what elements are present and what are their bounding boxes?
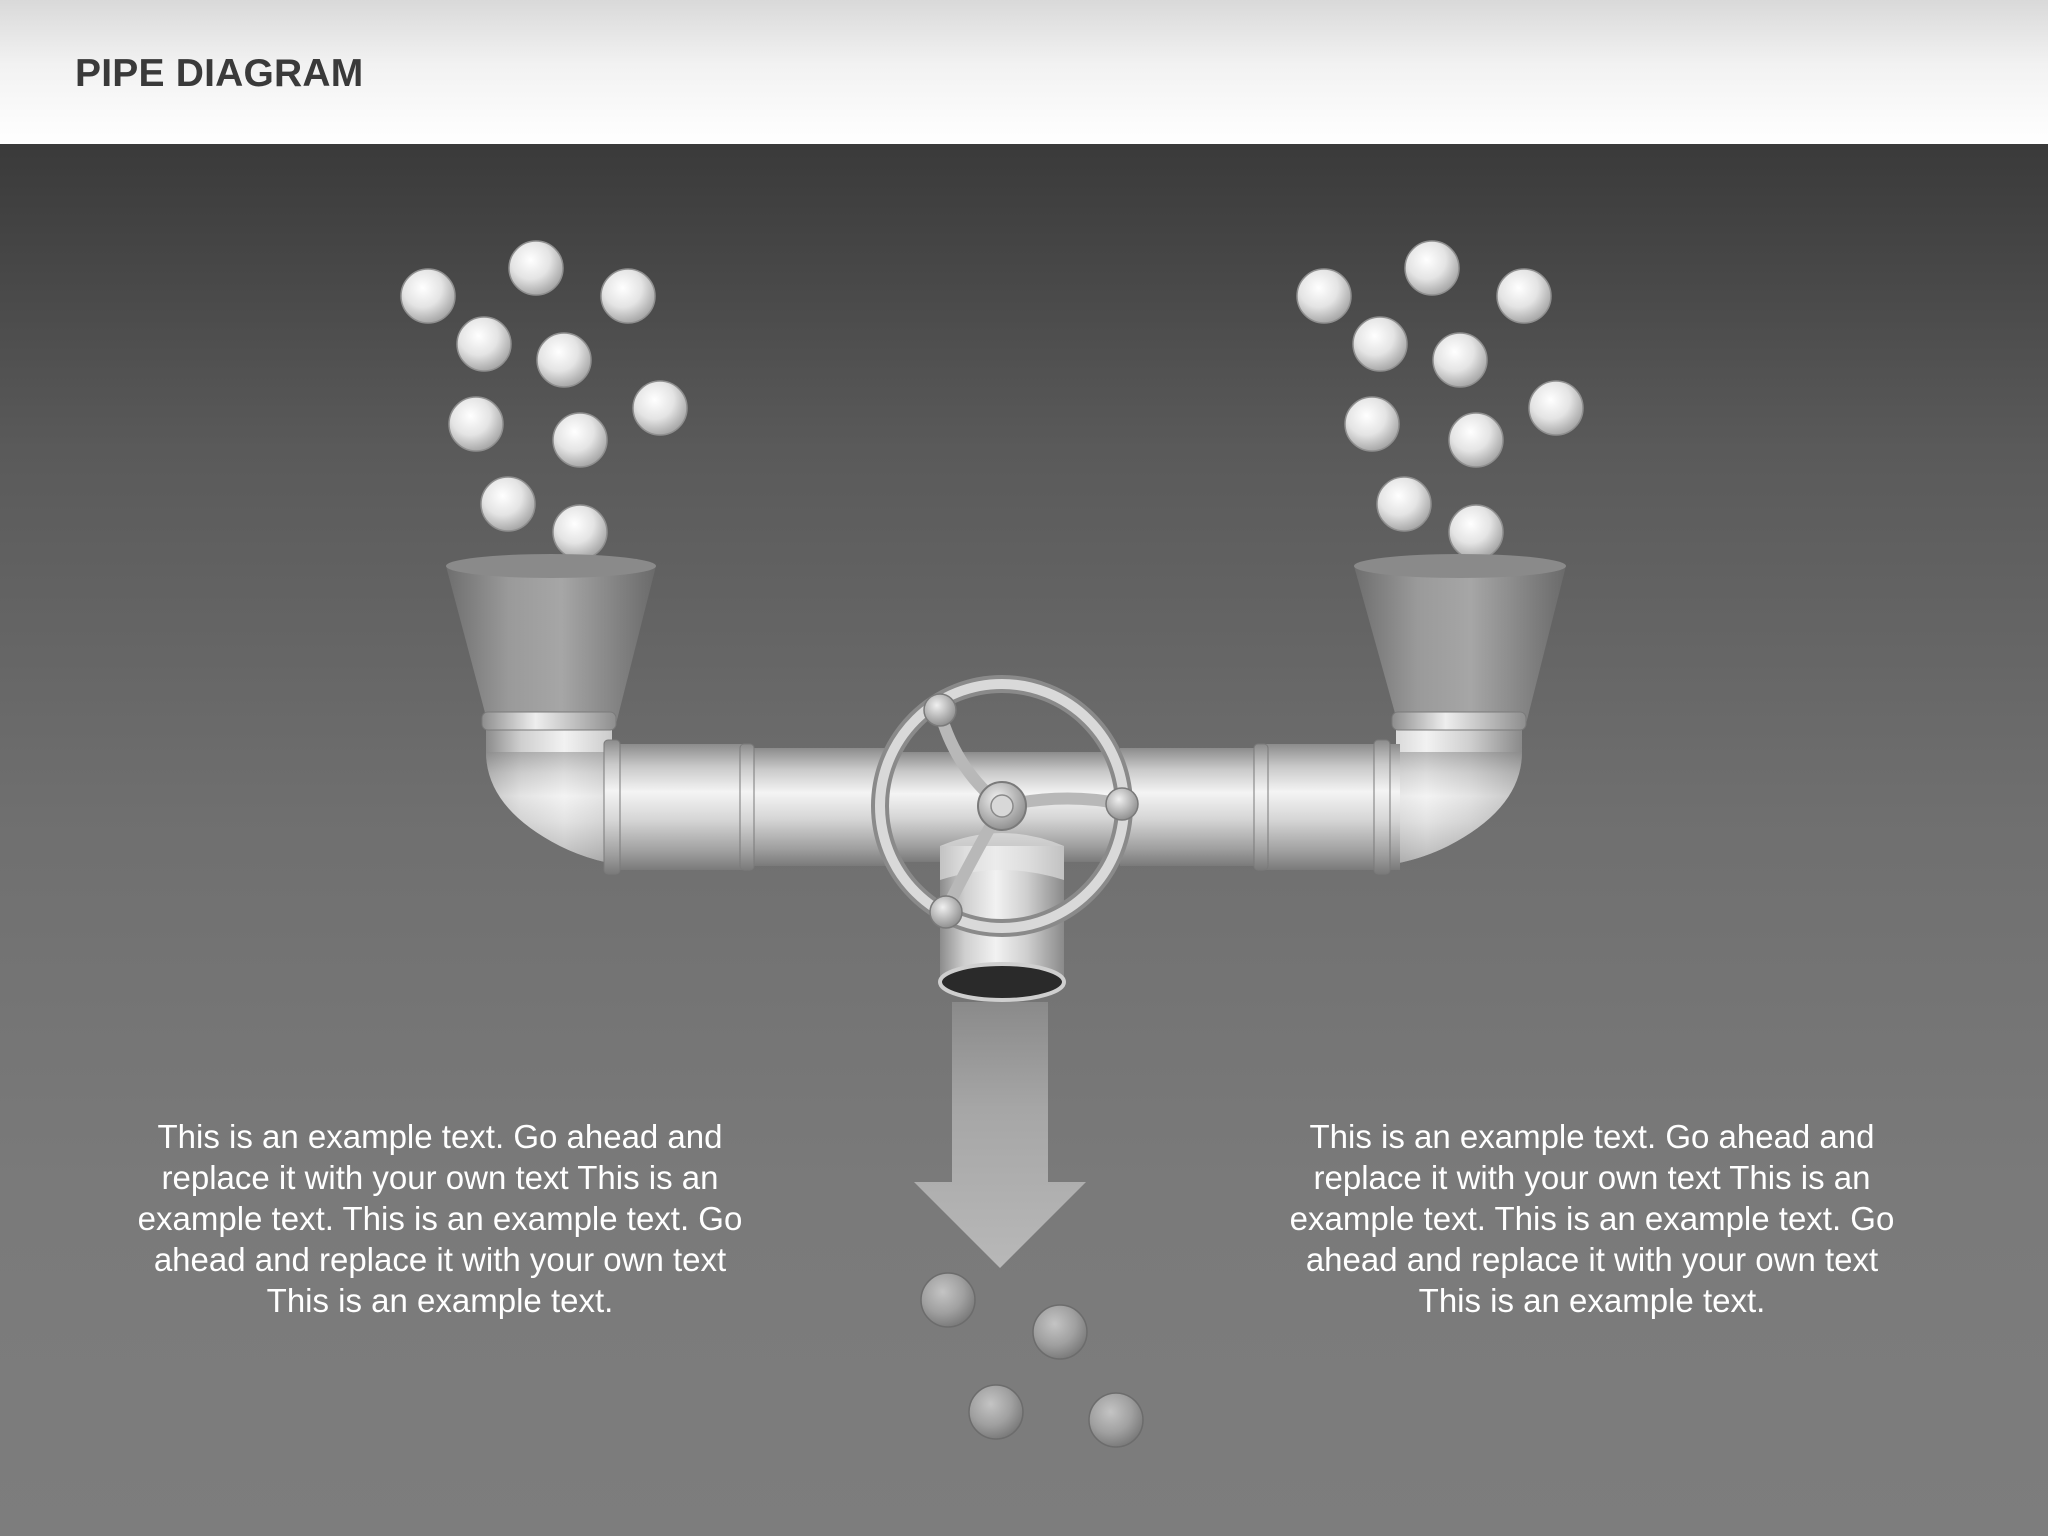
- funnel-icon: [446, 554, 656, 724]
- balls-output: [920, 1272, 1144, 1448]
- down-arrow-icon: [914, 1002, 1086, 1268]
- caption-left: This is an example text. Go ahead and re…: [137, 1118, 743, 1319]
- balls-left: [400, 240, 688, 560]
- funnel-icon: [1354, 554, 1566, 724]
- valve-wheel-icon: [871, 675, 1139, 937]
- balls-right: [1296, 240, 1584, 560]
- header-bar: PIPE DIAGRAM: [0, 0, 2048, 144]
- outlet-pipe: [938, 833, 1066, 1002]
- page-title: PIPE DIAGRAM: [75, 52, 364, 95]
- caption-right: This is an example text. Go ahead and re…: [1289, 1118, 1895, 1319]
